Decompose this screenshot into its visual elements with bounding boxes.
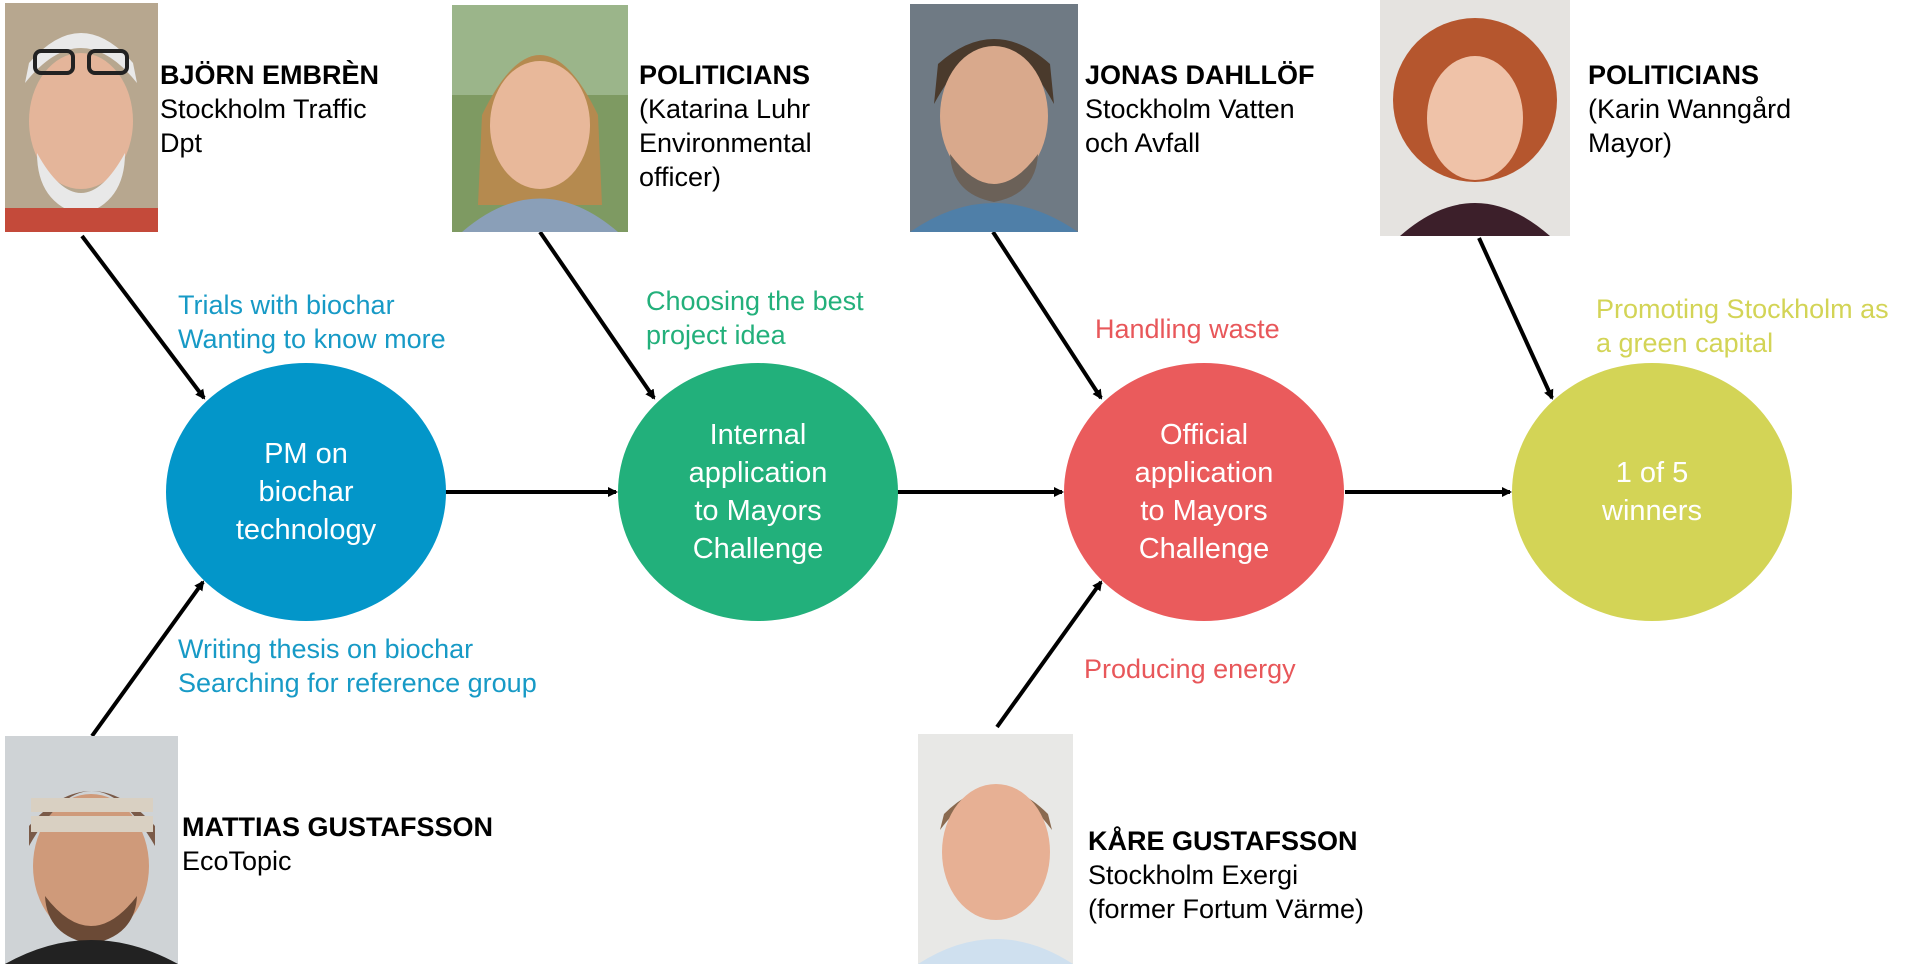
- arrow-kare-to-official: [995, 580, 1103, 729]
- person-role: (Katarina Luhr Environmental officer): [639, 94, 812, 192]
- stage-pm-on-biochar: PM on biochar technology: [166, 363, 446, 621]
- person-role: Stockholm Exergi (former Fortum Värme): [1088, 860, 1365, 924]
- photo-jonas: [910, 4, 1078, 232]
- note-katarina: Choosing the best project idea: [646, 286, 864, 350]
- photo-bjorn: [5, 3, 158, 232]
- person-kare: KÅRE GUSTAFSSON Stockholm Exergi (former…: [1088, 824, 1364, 926]
- arrow-karin-to-winners: [1477, 237, 1554, 400]
- person-bjorn: BJÖRN EMBRÈN Stockholm Traffic Dpt: [160, 58, 379, 160]
- arrow-bjorn-to-pm: [80, 234, 206, 400]
- person-role: EcoTopic: [182, 846, 292, 876]
- note-mattias: Writing thesis on biochar Searching for …: [178, 634, 537, 698]
- note-kare: Producing energy: [1084, 654, 1296, 684]
- photo-kare: [918, 734, 1073, 964]
- person-mattias: MATTIAS GUSTAFSSON EcoTopic: [182, 810, 493, 878]
- stage-official-application: Official application to Mayors Challenge: [1064, 363, 1344, 621]
- stage-winners: 1 of 5 winners: [1512, 363, 1792, 621]
- person-name: BJÖRN EMBRÈN: [160, 60, 380, 90]
- arrow-jonas-to-official: [991, 230, 1103, 400]
- person-jonas: JONAS DAHLLÖF Stockholm Vatten och Avfal…: [1085, 58, 1315, 160]
- person-name: POLITICIANS: [639, 60, 811, 90]
- person-name: JONAS DAHLLÖF: [1085, 60, 1315, 90]
- arrow-mattias-to-pm: [90, 580, 205, 738]
- person-role: Stockholm Traffic Dpt: [160, 94, 367, 158]
- note-jonas: Handling waste: [1095, 314, 1280, 344]
- photo-mattias: [5, 736, 178, 964]
- person-name: POLITICIANS: [1588, 60, 1760, 90]
- note-bjorn: Trials with biochar Wanting to know more: [178, 290, 446, 354]
- arrow-katarina-to-internal: [538, 230, 656, 400]
- person-name: KÅRE GUSTAFSSON: [1088, 826, 1358, 856]
- person-name: MATTIAS GUSTAFSSON: [182, 812, 493, 842]
- photo-karin: [1380, 0, 1570, 236]
- person-role: Stockholm Vatten och Avfall: [1085, 94, 1295, 158]
- photo-katarina: [452, 5, 628, 232]
- note-karin: Promoting Stockholm as a green capital: [1596, 294, 1889, 358]
- person-role: (Karin Wanngård Mayor): [1588, 94, 1792, 158]
- person-karin: POLITICIANS (Karin Wanngård Mayor): [1588, 58, 1791, 160]
- person-katarina: POLITICIANS (Katarina Luhr Environmental…: [639, 58, 812, 194]
- stage-internal-application: Internal application to Mayors Challenge: [618, 363, 898, 621]
